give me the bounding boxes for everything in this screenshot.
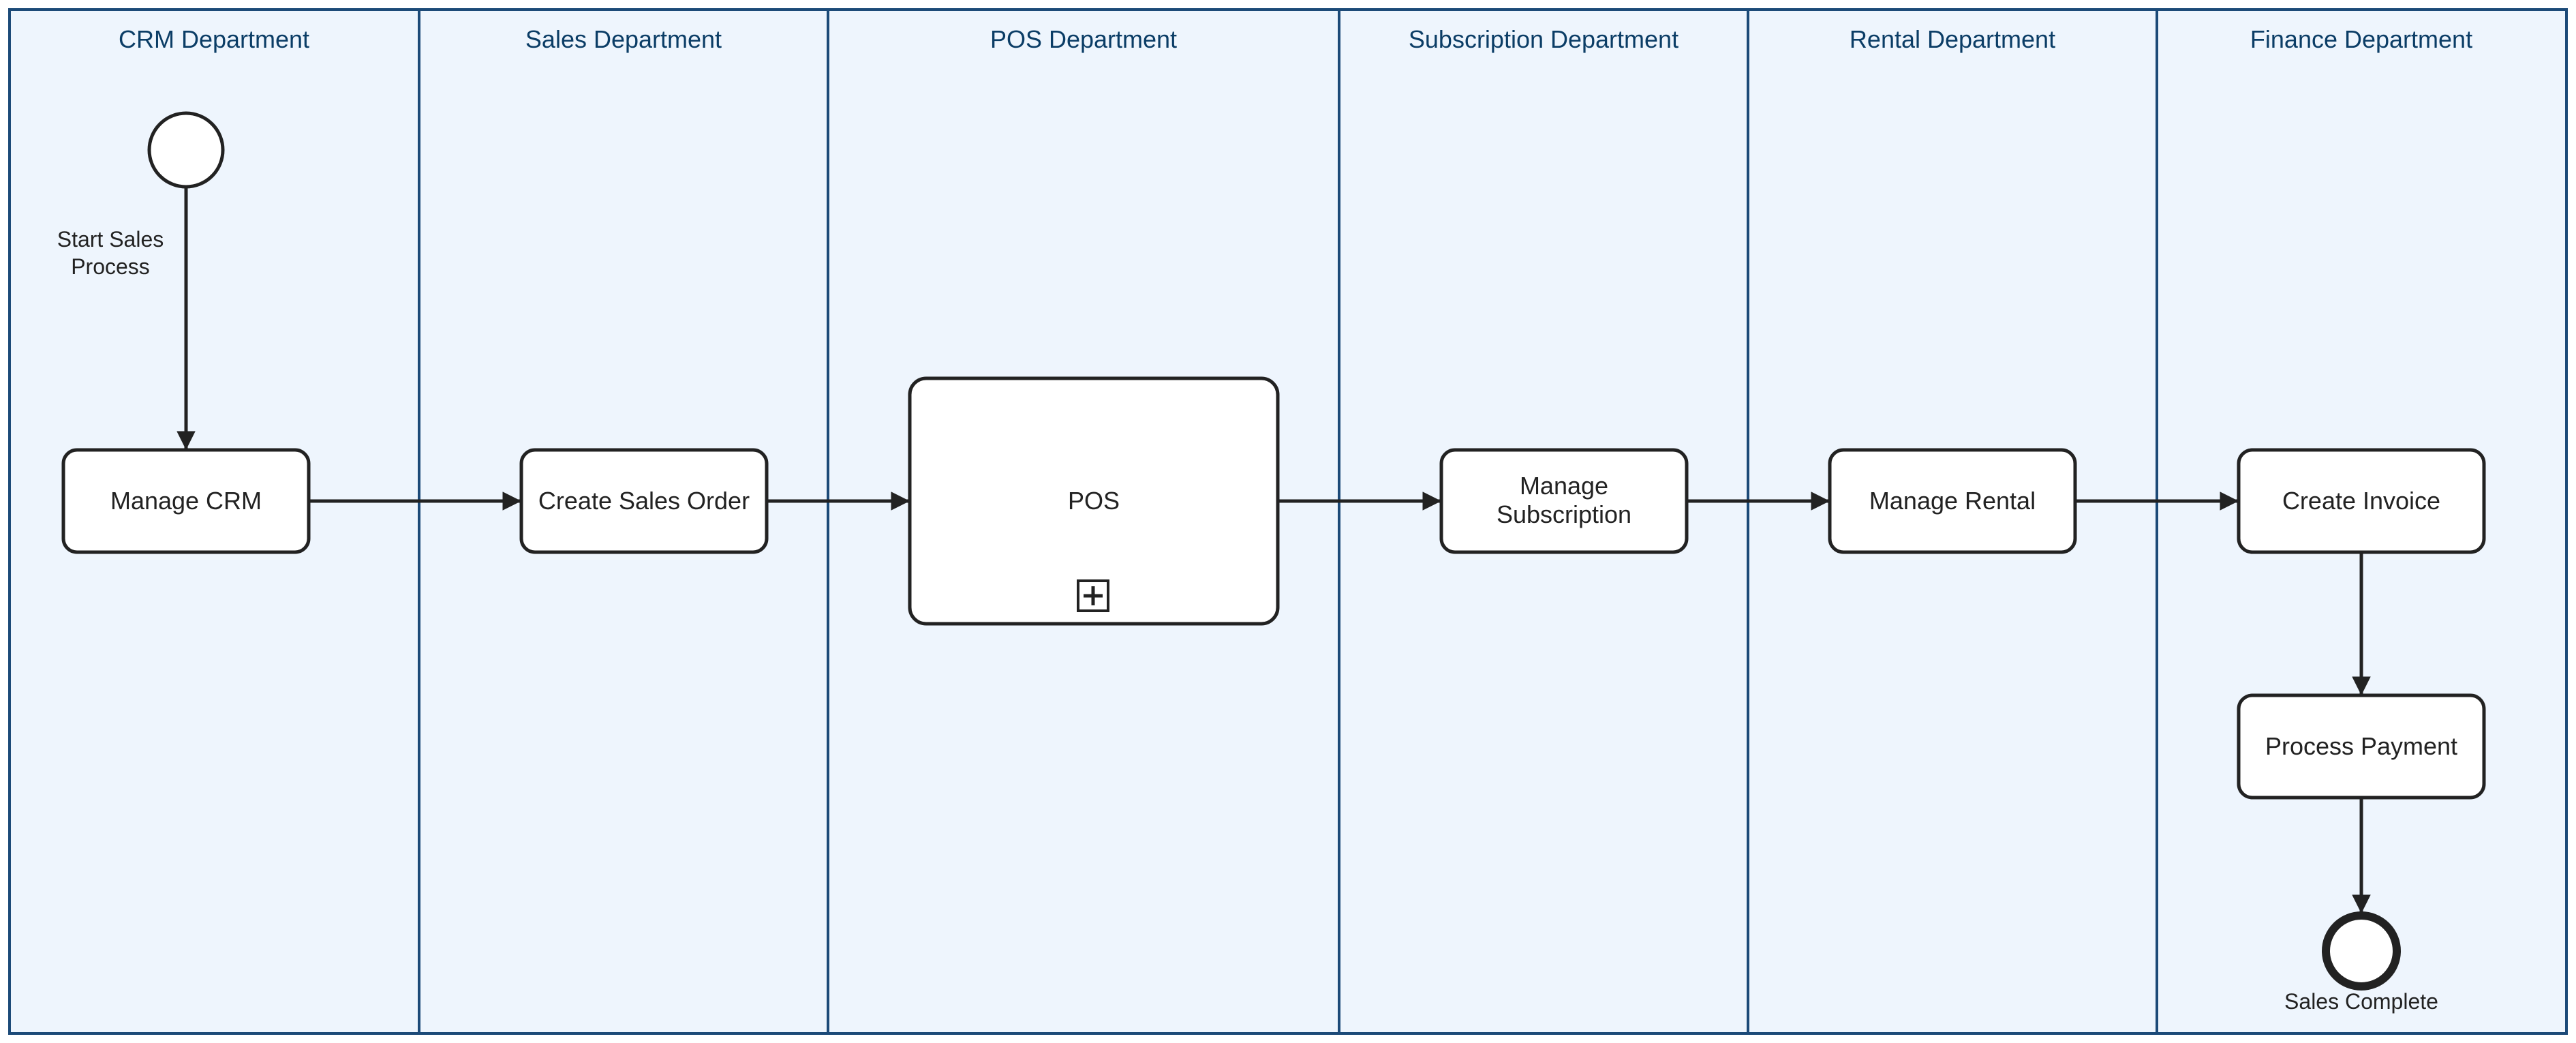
task-box[interactable] bbox=[2237, 448, 2486, 554]
lane-title-crm: CRM Department bbox=[119, 25, 309, 53]
task-label: Create Sales Order bbox=[538, 487, 750, 515]
task-label: Process Payment bbox=[2265, 732, 2457, 760]
lane-subscription: Subscription Department bbox=[1409, 25, 1678, 53]
subprocess-label: POS bbox=[1068, 487, 1120, 515]
task-box[interactable] bbox=[2237, 693, 2486, 800]
task-manage-rental[interactable]: Manage Rental bbox=[1828, 448, 2077, 554]
task-label: Manage Rental bbox=[1869, 487, 2036, 515]
lane-finance: Finance Department bbox=[2250, 25, 2472, 53]
lane-pos: POS Department bbox=[990, 25, 1177, 53]
lane-sales: Sales Department bbox=[525, 25, 722, 53]
start-event-label-line1: Start Sales bbox=[57, 227, 164, 252]
pool bbox=[8, 8, 2568, 1035]
task-create-invoice[interactable]: Create Invoice bbox=[2237, 448, 2486, 554]
task-label: Manage CRM bbox=[110, 487, 262, 515]
subprocess-pos[interactable]: POS bbox=[908, 376, 1280, 626]
task-label-line1: Manage bbox=[1520, 472, 1608, 500]
end-event-circle[interactable] bbox=[2322, 911, 2401, 991]
task-box[interactable] bbox=[61, 448, 311, 554]
task-box[interactable] bbox=[1828, 448, 2077, 554]
start-event-label-line2: Process bbox=[71, 254, 150, 279]
task-box[interactable] bbox=[519, 448, 769, 554]
task-process-payment[interactable]: Process Payment bbox=[2237, 693, 2486, 800]
end-event-label: Sales Complete bbox=[2284, 989, 2438, 1014]
task-create-sales-order[interactable]: Create Sales Order bbox=[519, 448, 769, 554]
lane-title-pos: POS Department bbox=[990, 25, 1177, 53]
sequence-flows bbox=[177, 187, 2371, 913]
task-manage-subscription[interactable]: Manage Subscription bbox=[1439, 448, 1689, 554]
lane-title-finance: Finance Department bbox=[2250, 25, 2472, 53]
task-manage-crm[interactable]: Manage CRM bbox=[61, 448, 311, 554]
lane-title-subscription: Subscription Department bbox=[1409, 25, 1678, 53]
lane-title-sales: Sales Department bbox=[525, 25, 722, 53]
lane-crm: CRM Department bbox=[119, 25, 309, 53]
plus-square-icon[interactable] bbox=[1077, 579, 1109, 612]
task-label-line2: Subscription bbox=[1497, 500, 1631, 528]
lane-title-rental: Rental Department bbox=[1850, 25, 2055, 53]
lane-rental: Rental Department bbox=[1850, 25, 2055, 53]
end-event[interactable]: Sales Complete bbox=[2284, 911, 2438, 1014]
task-label: Create Invoice bbox=[2282, 487, 2440, 515]
subprocess-box[interactable] bbox=[908, 376, 1280, 626]
task-box[interactable] bbox=[1439, 448, 1689, 554]
start-event-circle[interactable] bbox=[147, 111, 225, 189]
start-event[interactable]: Start Sales Process bbox=[57, 111, 225, 279]
